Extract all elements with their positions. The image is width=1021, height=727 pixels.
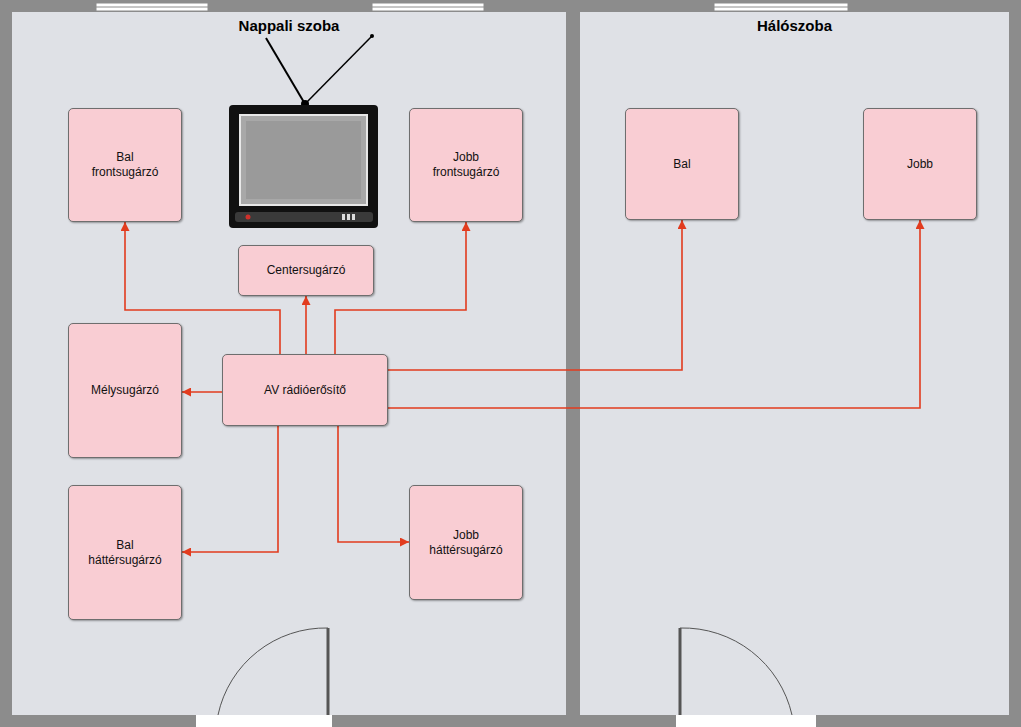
box-label: Centersugárzó bbox=[267, 263, 346, 278]
box-label: Jobb háttérsugárzó bbox=[424, 528, 508, 558]
box-label: Bal frontsugárzó bbox=[87, 150, 163, 180]
speaker-cable bbox=[305, 296, 307, 354]
room-area: HálószobaBal Jobb bbox=[580, 12, 1009, 715]
room-name: Hálószoba bbox=[580, 17, 1009, 34]
speaker-cable bbox=[182, 391, 222, 393]
speaker-box: Mélysugárzó bbox=[68, 323, 182, 458]
speaker-box: Jobb bbox=[863, 108, 977, 220]
floor bbox=[12, 12, 566, 715]
speaker-cable bbox=[182, 426, 278, 552]
room-area: Nappali szobaBal frontsugárzó Jobb fronts… bbox=[12, 12, 566, 715]
speaker-box: Jobb háttérsugárzó bbox=[409, 485, 523, 600]
room-name: Nappali szoba bbox=[12, 17, 566, 34]
speaker-box: Bal frontsugárzó bbox=[68, 108, 182, 222]
speaker-box: Bal bbox=[625, 108, 739, 220]
door bbox=[196, 628, 816, 727]
floor bbox=[580, 12, 1009, 715]
speaker-box: Centersugárzó bbox=[238, 245, 374, 296]
box-label: AV rádióerősítő bbox=[264, 383, 346, 398]
box-label: Mélysugárzó bbox=[91, 383, 159, 398]
speaker-cable bbox=[338, 426, 409, 542]
box-label: Jobb bbox=[907, 157, 933, 172]
speaker-box: AV rádióerősítő bbox=[222, 354, 388, 426]
box-label: Bal háttérsugárzó bbox=[83, 538, 167, 568]
tv-set bbox=[229, 34, 378, 228]
window bbox=[96, 3, 848, 11]
speaker-cable bbox=[388, 220, 920, 408]
box-label: Bal bbox=[673, 157, 690, 172]
speaker-box: Jobb frontsugárzó bbox=[409, 108, 523, 222]
box-label: Jobb frontsugárzó bbox=[428, 150, 504, 180]
speaker-box: Bal háttérsugárzó bbox=[68, 485, 182, 620]
speaker-cable bbox=[388, 220, 682, 370]
